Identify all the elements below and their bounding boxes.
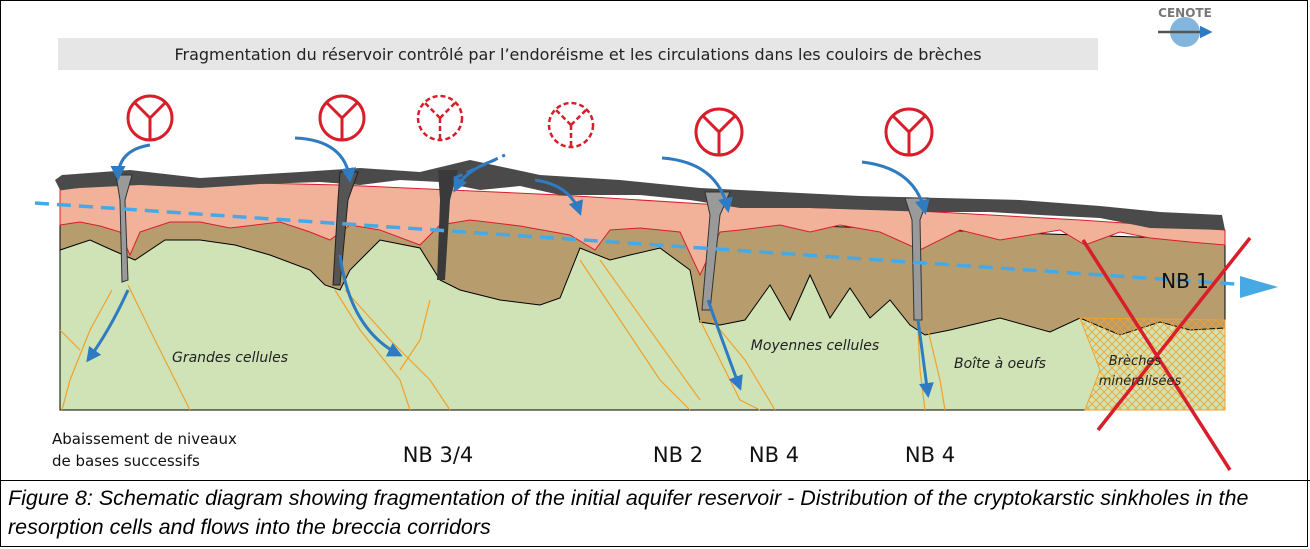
label-nb1: NB 1 [1161, 269, 1209, 293]
logo-text: CENOTE [1158, 6, 1212, 20]
base-level-arrowhead [1240, 276, 1278, 298]
sinkhole-symbol-icon [318, 94, 366, 142]
label-nb4-a: NB 4 [749, 443, 799, 467]
sinkhole-symbol-icon [126, 94, 174, 142]
flow-arrows [86, 136, 934, 398]
label-breches-1: Brèches [1109, 354, 1162, 369]
flow-arrow-icon [110, 143, 151, 181]
fracture-lines [59, 259, 946, 411]
sinkhole-symbol-icon [416, 94, 464, 142]
label-breches-2: minéralisées [1099, 374, 1182, 389]
label-nb2: NB 2 [653, 443, 703, 467]
sinkhole-symbol-icon [694, 107, 744, 157]
title-bar [58, 38, 1098, 70]
sinkhole-chimney-5 [904, 197, 929, 321]
flow-arrow-icon [534, 178, 584, 216]
base-level-line [34, 201, 1251, 287]
sinkhole-chimney-1 [115, 174, 133, 283]
breccia-hatch-zone [1079, 317, 1226, 411]
flow-arrow-icon [338, 254, 403, 357]
label-abaissement-2: de bases successifs [52, 452, 200, 470]
label-moyennes-cellules: Moyennes cellules [751, 338, 879, 354]
pink-layer [59, 179, 1226, 277]
flow-arrow-icon [916, 319, 934, 398]
sinkhole-chimney-3 [437, 170, 458, 280]
fragmentation-diagram: Fragmentation du réservoir contrôlé par … [34, 6, 1278, 471]
sinkhole-symbol-icon [547, 101, 595, 149]
flow-arrow-icon [706, 299, 743, 391]
label-nb4-b: NB 4 [905, 443, 955, 467]
flow-arrow-icon [861, 160, 930, 215]
sinkhole-symbol-icon [884, 107, 934, 157]
flow-arrow-icon [661, 156, 733, 213]
flow-arrow-icon [86, 289, 130, 363]
dashed-flow-arrow [454, 153, 506, 180]
cenote-logo: CENOTE [1158, 6, 1213, 47]
label-boite-a-oeufs: Boîte à oeufs [954, 356, 1046, 372]
label-abaissement-1: Abaissement de niveaux [52, 430, 237, 448]
crossed-out-icon [1081, 236, 1252, 471]
caption-divider [0, 480, 1310, 481]
diagram-title: Fragmentation du réservoir contrôlé par … [174, 45, 981, 64]
label-grandes-cellules: Grandes cellules [172, 350, 288, 366]
figure-caption: Figure 8: Schematic diagram showing frag… [8, 486, 1249, 539]
flow-arrow-icon [294, 136, 356, 183]
label-nb34: NB 3/4 [403, 443, 474, 467]
